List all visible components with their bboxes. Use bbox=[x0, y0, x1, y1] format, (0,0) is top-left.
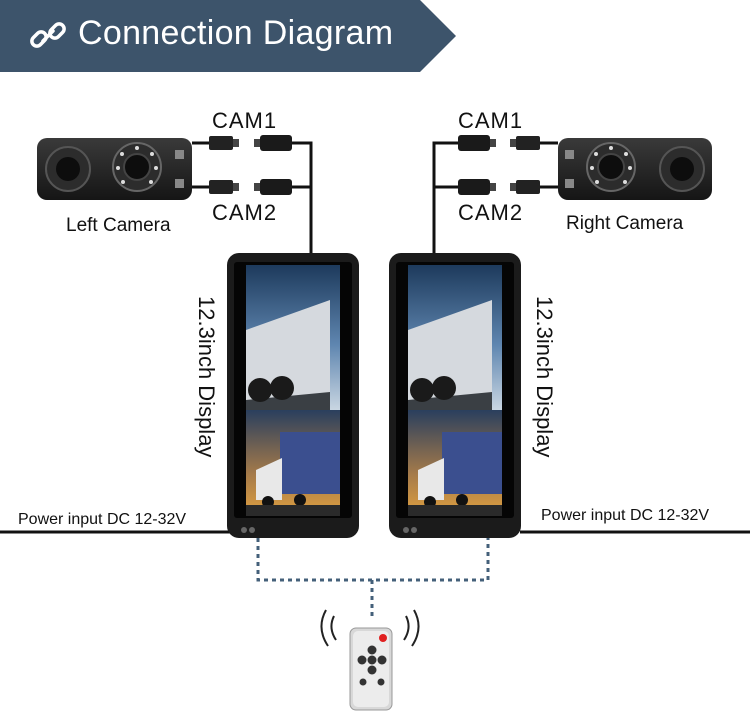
signal-waves-icon bbox=[320, 609, 420, 647]
connector-right-cam2-a bbox=[458, 179, 496, 195]
right-camera-label: Right Camera bbox=[566, 213, 684, 234]
remote-control-icon bbox=[349, 627, 393, 711]
right-cam2-label: CAM2 bbox=[458, 200, 524, 225]
right-cam1-label: CAM1 bbox=[458, 108, 524, 133]
connector-right-cam1-b bbox=[510, 136, 540, 150]
connector-left-cam1-b bbox=[254, 135, 292, 151]
cables bbox=[0, 141, 750, 534]
left-camera bbox=[37, 138, 192, 200]
header-banner bbox=[0, 0, 456, 72]
right-display bbox=[389, 253, 521, 538]
link-icon bbox=[30, 22, 66, 48]
connector-left-cam1-a bbox=[209, 136, 239, 150]
left-power-label: Power input DC 12-32V bbox=[18, 511, 187, 528]
connector-right-cam1-a bbox=[458, 135, 496, 151]
right-camera bbox=[558, 138, 712, 200]
connector-left-cam2-a bbox=[209, 180, 239, 194]
page-title: Connection Diagram bbox=[78, 14, 394, 52]
left-cam1-label: CAM1 bbox=[212, 108, 278, 133]
right-display-label: 12.3inch Display bbox=[532, 296, 557, 458]
left-camera-label: Left Camera bbox=[66, 215, 171, 236]
left-display bbox=[227, 253, 359, 538]
connector-right-cam2-b bbox=[510, 180, 540, 194]
remote-link-dotted bbox=[256, 538, 490, 620]
left-cam2-label: CAM2 bbox=[212, 200, 278, 225]
right-power-label: Power input DC 12-32V bbox=[541, 507, 710, 524]
connector-left-cam2-b bbox=[254, 179, 292, 195]
left-display-label: 12.3inch Display bbox=[194, 296, 219, 458]
